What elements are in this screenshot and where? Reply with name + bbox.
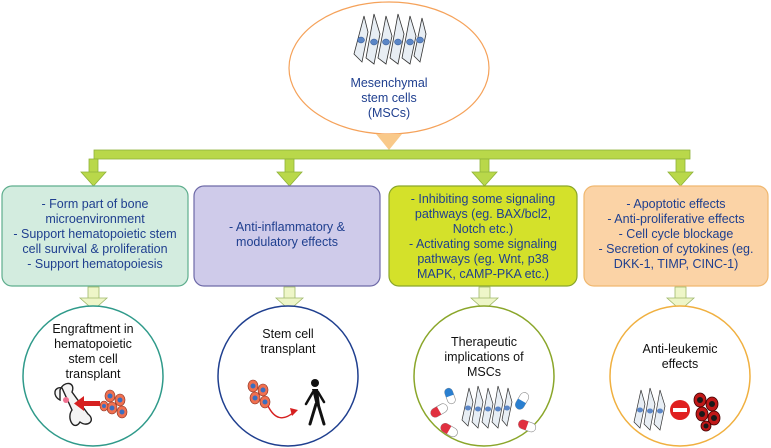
bone-icon — [54, 382, 92, 427]
box-text-anti-inflammatory: - Anti-inflammatory & modulatory effects — [198, 220, 376, 250]
box-line: microenvironment — [45, 212, 145, 226]
box-line: MAPK, cAMP-PKA etc.) — [417, 267, 549, 281]
outcome-line: effects — [661, 357, 699, 371]
top-node-line: stem cells — [361, 91, 417, 105]
box-line: - Support hematopoietic stem — [13, 227, 177, 241]
box-line: modulatory effects — [236, 235, 338, 249]
outcome-circle-therapeutic — [413, 305, 555, 447]
outcome-circle-engraftment — [22, 305, 164, 447]
outcome-label-antileukemic: Anti-leukemic effects — [625, 342, 735, 372]
box-line: DKK-1, TIMP, CINC-1) — [613, 257, 739, 271]
top-node-label: Mesenchymal stem cells (MSCs) — [329, 76, 449, 121]
outcome-line: stem cell — [68, 352, 118, 366]
outcome-label-therapeutic: Therapeutic implications of MSCs — [429, 335, 539, 380]
outcome-label-engraftment: Engraftment in hematopoietic stem cell t… — [38, 322, 148, 382]
mesenchymal-cells-icon — [353, 13, 427, 65]
connector-arrows — [80, 149, 694, 187]
box-line: - Activating some signaling — [409, 237, 557, 251]
box-line: - Form part of bone — [41, 197, 149, 211]
box-text-antileukemic-mechanisms: - Apoptotic effects - Anti-proliferative… — [588, 197, 764, 272]
mesenchymal-cells-icon-therapeutic — [461, 385, 513, 429]
box-line: - Anti-proliferative effects — [607, 212, 745, 226]
outcome-line: Anti-leukemic — [642, 342, 718, 356]
box-text-bone-microenvironment: - Form part of bone microenvironment - S… — [6, 197, 184, 272]
outcome-circle-stem-cell-transplant — [217, 305, 359, 447]
box-line: - Cell cycle blockage — [618, 227, 734, 241]
outcome-line: transplant — [65, 367, 121, 381]
outcome-line: Stem cell — [262, 327, 314, 341]
walking-person-icon — [304, 379, 326, 426]
top-down-arrow — [376, 134, 402, 150]
box-line: - Apoptotic effects — [626, 197, 726, 211]
outcome-line: hematopoietic — [54, 337, 132, 351]
box-line: - Support hematopoiesis — [27, 257, 163, 271]
box-line: - Anti-inflammatory & — [228, 220, 345, 234]
outcome-arrows — [78, 286, 696, 311]
box-signaling-pathways — [388, 185, 578, 287]
curved-arrow-icon — [267, 405, 298, 419]
no-entry-icon — [670, 400, 690, 420]
cell-cluster-icon — [99, 389, 128, 419]
outcome-line: Engraftment in — [52, 322, 134, 336]
box-line: Notch etc.) — [452, 222, 514, 236]
mesenchymal-cells-icon-antileukemic — [633, 387, 666, 431]
box-bone-microenvironment — [1, 185, 189, 287]
outcome-label-stem-cell-transplant: Stem cell transplant — [233, 327, 343, 357]
outcome-line: implications of — [444, 350, 524, 364]
box-line: pathways (eg. BAX/bcl2, — [414, 207, 552, 221]
outcome-circle-antileukemic — [609, 305, 751, 447]
leukemic-cells-icon — [693, 392, 721, 432]
box-line: pathways (eg. Wnt, p38 — [417, 252, 549, 266]
box-line: - Secretion of cytokines (eg. — [598, 242, 754, 256]
outcome-line: Therapeutic — [450, 335, 517, 349]
cell-cluster-icon-transplant — [247, 379, 271, 409]
box-text-signaling-pathways: - Inhibiting some signaling pathways (eg… — [393, 192, 573, 282]
top-node-line: Mesenchymal — [350, 76, 428, 90]
outcome-line: transplant — [260, 342, 316, 356]
box-antileukemic-mechanisms — [583, 185, 769, 287]
capsule-icon — [430, 387, 537, 438]
top-node-line: (MSCs) — [367, 106, 411, 120]
box-line: cell survival & proliferation — [22, 242, 168, 256]
outcome-line: MSCs — [466, 365, 502, 379]
red-arrow-left-icon — [74, 396, 100, 411]
box-line: - Inhibiting some signaling — [410, 192, 556, 206]
box-anti-inflammatory — [193, 185, 381, 287]
